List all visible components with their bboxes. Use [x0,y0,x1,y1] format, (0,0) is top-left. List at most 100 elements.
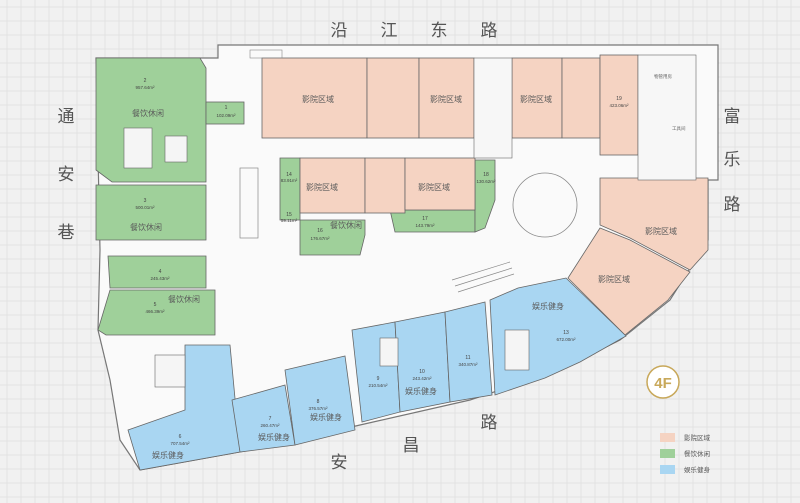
cinema-label: 影院区域 [306,182,338,192]
fitness-unit-10[interactable] [394,311,451,413]
unit-area: 260.47m² [260,423,280,428]
unit-number: 2 [144,78,147,84]
cinema-label: 影院区域 [430,94,462,104]
tool-room-label: 工具间 [672,125,686,132]
legend: 影院区域 餐饮休闲 娱乐健身 [660,433,711,474]
unit-number: 17 [422,216,428,222]
restroom-core [164,135,188,163]
unit-area: 210.54m² [368,383,388,388]
floor-badge-ring [646,365,680,399]
legend-swatch-fitness [660,465,675,474]
street-north-char: 东 [431,21,450,40]
cinema-label: 影院区域 [302,94,334,104]
unit-number: 3 [144,198,147,204]
fitness-label: 娱乐健身 [532,301,564,311]
unit-number: 15 [286,212,292,218]
fitness-unit-6[interactable] [127,344,241,471]
legend-label: 影院区域 [684,433,711,442]
street-west-char: 巷 [58,223,77,242]
cinema-hall-5[interactable] [561,57,601,139]
fitness-label: 娱乐健身 [152,450,184,460]
restroom-core-south [154,354,186,388]
unit-area: 707.54m² [170,441,190,446]
dining-unit-4[interactable] [107,255,207,289]
unit-area: 423.06m² [609,103,629,108]
stair-core-south [379,337,399,367]
property-mgmt-label: 物管用房 [654,73,672,80]
legend-label: 餐饮休闲 [684,449,710,458]
unit-area: 340.87m² [458,362,478,367]
fitness-unit-8[interactable] [284,355,356,446]
street-north-char: 江 [381,21,400,40]
unit-number: 13 [563,330,569,336]
cinema-hall-10[interactable] [567,227,691,336]
street-west-char: 通 [58,107,77,126]
unit-area: 83.91m² [281,178,298,183]
atrium-void [512,172,578,238]
unit-labels: 1 102.09m² 2 957.64m² 3 500.01m² 4 245.4… [135,73,686,446]
cinema-unit-19[interactable] [599,54,639,156]
service-area-east [637,54,697,181]
street-south-char: 昌 [403,436,422,455]
dining-unit-3[interactable] [95,184,207,241]
unit-area: 176.67m² [310,236,330,241]
fitness-label: 娱乐健身 [405,386,437,396]
cinema-zones [261,54,709,336]
street-south-char: 安 [331,453,350,472]
unit-area: 500.01m² [135,205,155,210]
unit-number: 11 [465,355,470,361]
cinema-hall-4[interactable] [511,57,563,139]
unit-number: 4 [159,269,162,275]
unit-area: 130.62m² [476,179,496,184]
legend-label: 娱乐健身 [684,465,711,474]
unit-number: 7 [269,416,272,422]
cinema-hall-7[interactable] [364,157,406,214]
fitness-zones [127,277,627,471]
fitness-label: 娱乐健身 [310,412,342,422]
street-east-char: 富 [724,107,743,126]
dining-label: 餐饮休闲 [130,222,162,232]
unit-area: 466.39m² [145,309,165,314]
dining-unit-5[interactable] [97,289,216,336]
unit-area: 59.11m² [281,218,298,223]
street-north-char: 路 [481,21,500,40]
fitness-unit-11[interactable] [444,301,493,403]
unit-number: 14 [286,172,292,178]
cinema-hall-8[interactable] [404,157,476,211]
unit-number: 9 [377,376,380,382]
cinema-label: 影院区域 [645,226,677,236]
street-west-char: 安 [58,165,77,184]
cinema-hall-2[interactable] [366,57,420,139]
cinema-label: 影院区域 [520,94,552,104]
unit-number: 5 [154,302,157,308]
stair-core [123,127,153,169]
legend-swatch-cinema [660,433,675,442]
unit-area: 672.00m² [556,337,576,342]
legend-swatch-dining [660,449,675,458]
floor-badge: 4F [646,365,680,399]
dining-unit-18[interactable] [474,159,496,233]
unit-number: 18 [483,172,489,178]
stair-core-east [504,329,530,371]
street-labels: 沿 江 东 路 通 安 巷 富 乐 路 安 昌 路 [58,21,743,472]
unit-area: 102.09m² [216,113,236,118]
unit-number: 6 [179,434,182,440]
zone-labels: 影院区域 影院区域 影院区域 影院区域 影院区域 影院区域 影院区域 餐饮休闲 … [130,94,677,460]
service-core-north [473,57,513,159]
dining-unit-1[interactable] [205,101,245,125]
unit-number: 10 [419,369,425,375]
street-east-char: 乐 [724,150,743,169]
floor-badge-text: 4F [654,375,672,392]
escalator-west [239,167,259,239]
unit-number: 8 [317,399,320,405]
street-south-char: 路 [481,413,500,432]
unit-number: 19 [616,96,622,102]
unit-area: 143.79m² [415,223,435,228]
unit-area: 376.57m² [308,406,328,411]
cinema-hall-6[interactable] [299,157,366,214]
fitness-label: 娱乐健身 [258,432,290,442]
unit-area: 245.43m² [150,276,170,281]
cinema-hall-9[interactable] [599,177,709,271]
dining-label: 餐饮休闲 [330,220,362,230]
cinema-hall-1[interactable] [261,57,368,139]
